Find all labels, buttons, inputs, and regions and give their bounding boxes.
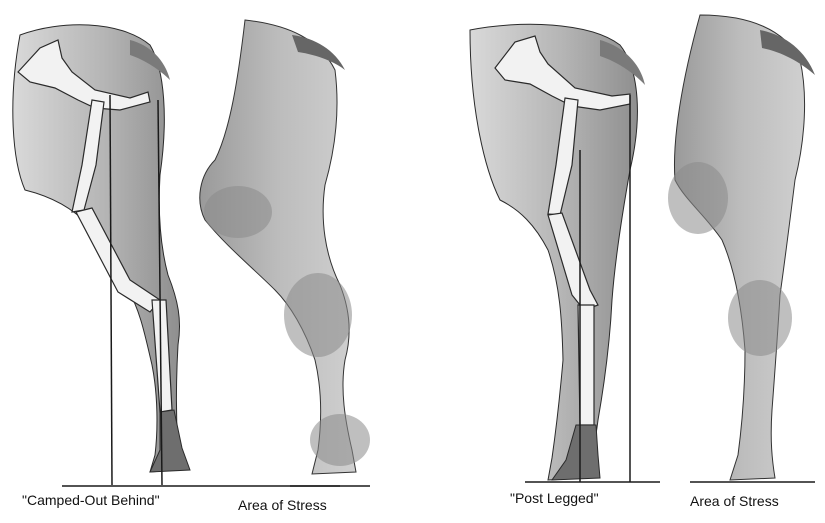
stress-zone-cannon <box>284 273 352 357</box>
camped-out-stress-leg <box>200 20 356 474</box>
caption-stress-camped-out: Area of Stress <box>238 497 327 513</box>
caption-camped-out: "Camped-Out Behind" <box>22 492 160 508</box>
stress-zone-hock-post <box>728 280 792 356</box>
camped-out-skeleton-leg <box>13 25 190 472</box>
caption-post-legged: "Post Legged" <box>510 490 599 506</box>
post-legged-stress-leg <box>674 15 815 480</box>
post-legged-skeleton-leg <box>470 24 645 480</box>
stress-zone-fetlock <box>310 414 370 466</box>
stress-zone-stifle <box>668 162 728 234</box>
stress-zone-hock <box>204 186 272 238</box>
caption-stress-post-legged: Area of Stress <box>690 493 779 509</box>
